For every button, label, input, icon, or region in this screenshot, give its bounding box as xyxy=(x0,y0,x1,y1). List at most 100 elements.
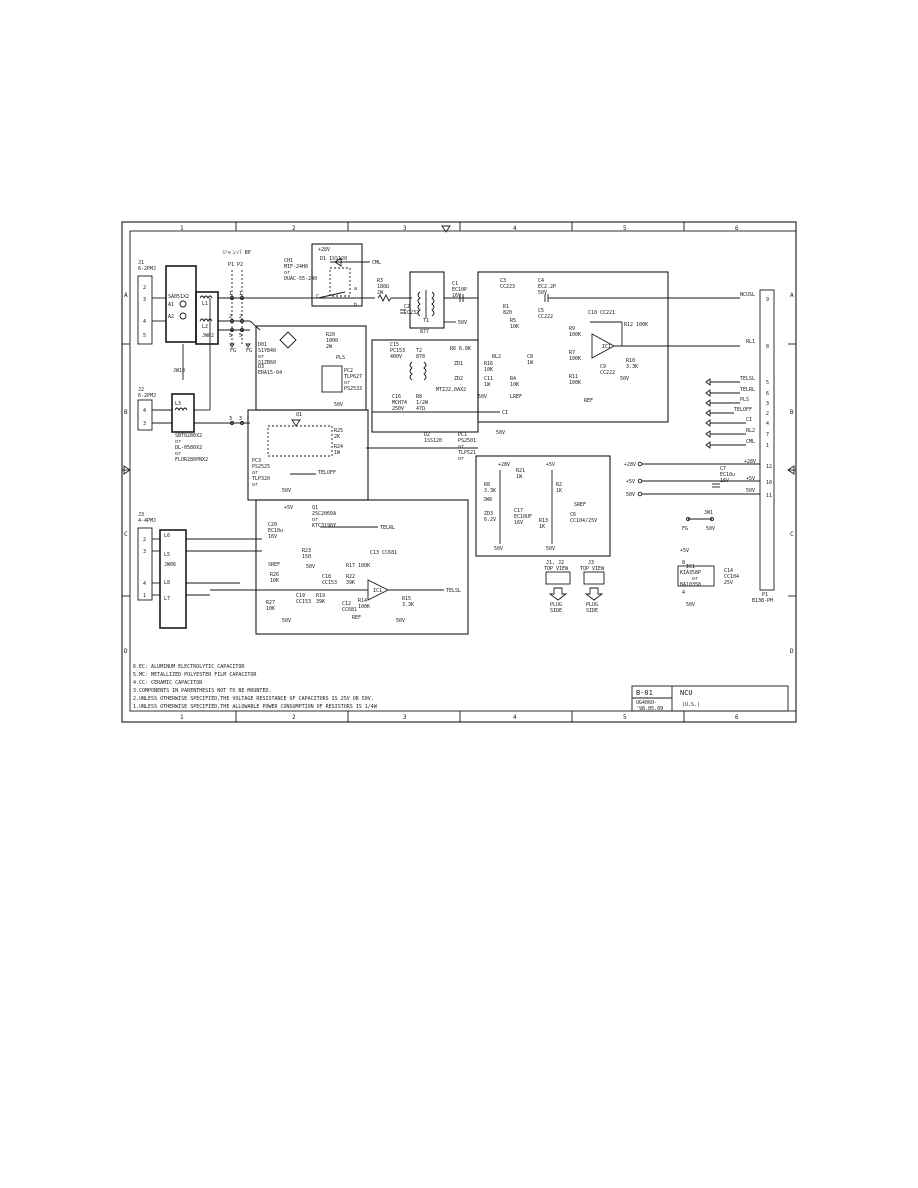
jack-top-views: J1, J2 TOP VIEW PLUG SIDE J3 TOP VIEW PL… xyxy=(544,560,605,614)
svg-text:EC10P: EC10P xyxy=(452,287,467,293)
svg-text:R21: R21 xyxy=(516,468,525,474)
svg-text:MTZJ2.0AX2: MTZJ2.0AX2 xyxy=(436,387,466,393)
grid-row-b-right: B xyxy=(790,409,794,416)
svg-text:R16: R16 xyxy=(484,361,493,367)
note-4: 4.CC: CERAMIC CAPACITOR xyxy=(133,680,203,686)
svg-text:R19: R19 xyxy=(316,593,325,599)
svg-text:Q1: Q1 xyxy=(296,412,302,418)
svg-text:L1: L1 xyxy=(202,301,208,307)
svg-text:PLUG: PLUG xyxy=(550,602,562,608)
svg-text:ZD2: ZD2 xyxy=(454,376,463,382)
svg-text:3.3K: 3.3K xyxy=(626,364,638,370)
svg-text:16V: 16V xyxy=(452,293,461,299)
svg-text:R14: R14 xyxy=(358,598,367,604)
svg-text:3: 3 xyxy=(229,416,232,422)
svg-text:MIF-24H6: MIF-24H6 xyxy=(284,264,308,270)
svg-text:JW18: JW18 xyxy=(173,368,185,374)
svg-text:D1 1SS120: D1 1SS120 xyxy=(320,256,347,262)
svg-text:Q1: Q1 xyxy=(312,505,318,511)
svg-text:C18: C18 xyxy=(322,574,331,580)
sheet-number: B-01 xyxy=(636,689,653,697)
svg-text:C13 CC681: C13 CC681 xyxy=(370,550,397,556)
svg-text:1K: 1K xyxy=(556,488,562,494)
svg-text:KIA358P: KIA358P xyxy=(680,570,701,576)
svg-text:+5V: +5V xyxy=(680,548,689,554)
svg-text:39K: 39K xyxy=(316,599,325,605)
grid-col-5-bottom: 5 xyxy=(623,714,627,721)
note-1: 1.UNLESS OTHERWISE SPECIFIED,THE ALLOWAB… xyxy=(133,704,378,710)
svg-text:BA10358: BA10358 xyxy=(680,582,701,588)
svg-text:R5: R5 xyxy=(510,318,516,324)
svg-text:JW02: JW02 xyxy=(202,333,214,339)
svg-text:R1: R1 xyxy=(503,304,509,310)
svg-text:100K: 100K xyxy=(569,380,581,386)
svg-text:50V: 50V xyxy=(538,290,547,296)
svg-text:PS2525: PS2525 xyxy=(252,464,270,470)
svg-text:3: 3 xyxy=(143,421,146,427)
svg-text:CC153: CC153 xyxy=(296,599,311,605)
svg-text:2: 2 xyxy=(229,314,232,320)
svg-text:1: 1 xyxy=(766,443,769,449)
svg-text:CC153: CC153 xyxy=(322,580,337,586)
svg-text:16V: 16V xyxy=(268,534,277,540)
note-2: 2.UNLESS OTHERWISE SPECIFIED,THE VOLTAGE… xyxy=(133,696,374,702)
j2-section: JW18 J2 6-2PMJ 4 3 L3 3 3 SBT0280X2 or D… xyxy=(137,298,250,463)
svg-text:3: 3 xyxy=(766,401,769,407)
svg-text:PC2: PC2 xyxy=(344,368,353,374)
grid-col-4-bottom: 4 xyxy=(513,714,517,721)
svg-text:P1 P2: P1 P2 xyxy=(228,262,243,268)
svg-text:NCUSL: NCUSL xyxy=(740,292,755,298)
svg-text:A1: A1 xyxy=(168,302,174,308)
svg-text:R2: R2 xyxy=(556,482,562,488)
svg-text:50V: 50V xyxy=(306,564,315,570)
svg-text:50V: 50V xyxy=(746,488,755,494)
svg-text:J1, J2: J1, J2 xyxy=(546,560,564,566)
svg-text:PC1: PC1 xyxy=(458,432,467,438)
svg-text:RL2: RL2 xyxy=(492,354,501,360)
svg-text:R26: R26 xyxy=(270,572,279,578)
drawing-region: (U.S.) xyxy=(682,702,700,708)
svg-text:KTC3198Y: KTC3198Y xyxy=(312,523,336,529)
svg-text:TELRL: TELRL xyxy=(380,525,395,531)
svg-text:+28V: +28V xyxy=(318,247,330,253)
svg-text:B13B-PH: B13B-PH xyxy=(752,598,773,604)
svg-text:10K: 10K xyxy=(484,367,493,373)
svg-text:50V: 50V xyxy=(478,394,487,400)
svg-text:25V: 25V xyxy=(724,580,733,586)
svg-text:50V: 50V xyxy=(396,618,405,624)
svg-text:C12: C12 xyxy=(342,601,351,607)
svg-text:or: or xyxy=(344,380,350,386)
svg-text:J3: J3 xyxy=(138,512,144,518)
svg-text:S1YB40: S1YB40 xyxy=(258,348,276,354)
svg-text:250V: 250V xyxy=(392,406,404,412)
svg-text:L6: L6 xyxy=(164,533,170,539)
svg-text:CC104/25V: CC104/25V xyxy=(570,518,597,524)
svg-text:1W: 1W xyxy=(516,474,523,480)
svg-text:47Ω: 47Ω xyxy=(416,406,425,412)
svg-text:or: or xyxy=(458,444,464,450)
svg-text:C2: C2 xyxy=(404,304,410,310)
svg-text:16V: 16V xyxy=(514,520,523,526)
relay-ch1: +28V D1 1SS120 CML CH1 MIF-24H6 or DUAC-… xyxy=(284,243,381,308)
svg-text:50V: 50V xyxy=(546,546,555,552)
svg-text:D2: D2 xyxy=(424,432,430,438)
svg-text:JW1: JW1 xyxy=(704,510,713,516)
svg-text:2: 2 xyxy=(143,285,146,291)
grid-col-5: 5 xyxy=(623,225,627,232)
svg-text:TOP VIEW: TOP VIEW xyxy=(544,566,569,572)
svg-text:C6: C6 xyxy=(570,512,576,518)
grid-row-a: A xyxy=(124,292,128,299)
grid-row-c: C xyxy=(124,531,128,538)
svg-text:T2: T2 xyxy=(416,348,422,354)
svg-text:R8: R8 xyxy=(484,482,490,488)
drawing-notes: 6.EC: ALUMINUM ELECTROLYTIC CAPACITOR 5.… xyxy=(133,664,378,710)
svg-text:CC221: CC221 xyxy=(600,310,615,316)
svg-text:50V: 50V xyxy=(282,618,291,624)
svg-text:1W: 1W xyxy=(527,360,534,366)
note-3: 3.COMPONENTS IN PARENTHESIS NOT TO BE MO… xyxy=(133,688,271,694)
svg-text:REF: REF xyxy=(584,398,593,404)
svg-text:180Ω: 180Ω xyxy=(377,284,389,290)
svg-text:ZD3: ZD3 xyxy=(484,511,493,517)
svg-text:1: 1 xyxy=(239,291,242,297)
grid-row-c-right: C xyxy=(790,531,794,538)
